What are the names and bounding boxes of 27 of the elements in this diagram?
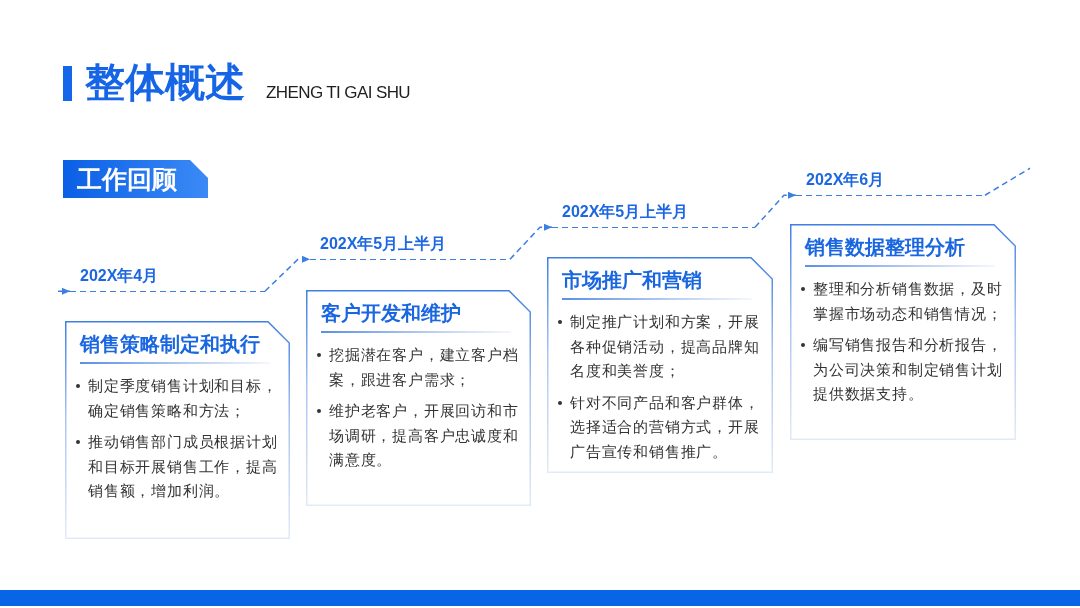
title: 整体概述	[85, 60, 245, 104]
date-label: 202X年6月	[796, 168, 985, 196]
card-heading: 销售策略制定和执行	[80, 332, 260, 357]
date-label: 202X年5月上半月	[552, 200, 755, 228]
bullet-text: 推动销售部门成员根据计划和目标开展销售工作，提高销售额，增加利润。	[88, 432, 279, 501]
card-heading: 销售数据整理分析	[805, 235, 965, 260]
bullet-text: 制定季度销售计划和目标，确定销售策略和方法；	[88, 376, 279, 421]
bullet-text: 挖掘潜在客户，建立客户档案，跟进客户需求；	[329, 345, 520, 390]
dashed-arrow	[57, 287, 71, 295]
section-tag: 工作回顾	[63, 160, 208, 198]
dashed-line	[984, 167, 1031, 196]
info-card	[790, 224, 1016, 440]
dashed-arrow	[754, 191, 797, 228]
card-heading: 客户开发和维护	[321, 301, 461, 326]
bullet-text: 针对不同产品和客户群体，选择适合的营销方式，开展广告宣传和销售推广。	[570, 392, 761, 462]
dashed-arrow	[509, 223, 553, 260]
bullet-text: 制定推广计划和方案，开展各种促销活动，提高品牌知名度和美誉度；	[570, 312, 761, 381]
subtitle: ZHENG TI GAI SHU	[266, 83, 411, 103]
bullet-text: 维护老客户，开展回访和市场调研，提高客户忠诚度和满意度。	[329, 401, 520, 470]
dashed-arrow	[264, 255, 311, 292]
info-card	[547, 257, 773, 473]
info-card	[306, 290, 531, 506]
date-label: 202X年4月	[70, 264, 265, 292]
bullet-text: 编写销售报告和分析报告，为公司决策和制定销售计划提供数据支持。	[813, 335, 1004, 404]
bullet-text: 整理和分析销售数据，及时掌握市场动态和销售情况；	[813, 279, 1004, 324]
card-heading: 市场推广和营销	[562, 268, 702, 293]
info-card	[65, 321, 290, 539]
